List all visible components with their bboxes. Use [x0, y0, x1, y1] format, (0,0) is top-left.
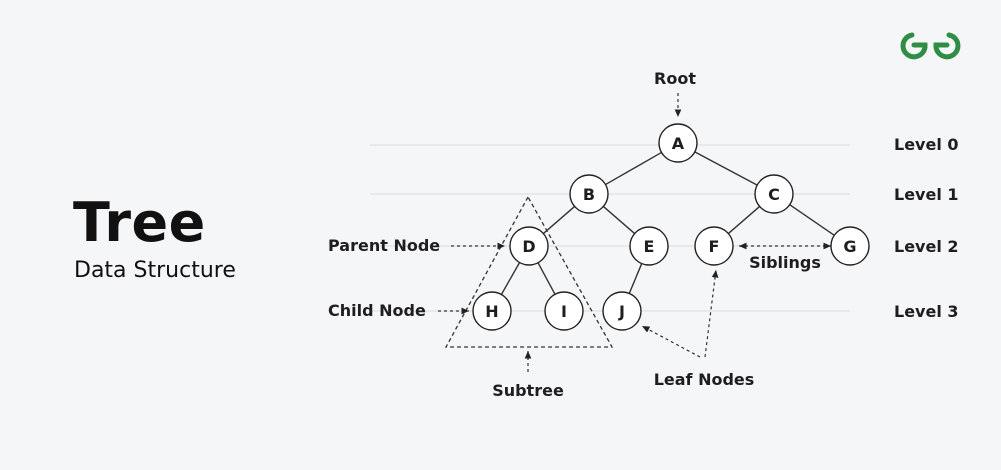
node-a: A [658, 123, 698, 163]
node-circle [569, 174, 609, 214]
edge-e-j [628, 263, 643, 294]
level-label-3: Level 3 [894, 302, 959, 321]
node-label: B [583, 185, 595, 204]
node-g: G [830, 226, 870, 266]
level-labels: Level 0 Level 1 Level 2 Level 3 [894, 135, 959, 321]
level-guides [370, 144, 850, 312]
node-b: B [569, 174, 609, 214]
subtree-label: Subtree [492, 381, 564, 400]
edge-c-g [789, 204, 835, 236]
node-d: D [509, 226, 549, 266]
child-node-label: Child Node [328, 301, 426, 320]
edge-d-i [537, 262, 556, 295]
tree-nodes: A B C D E F G H I J [472, 123, 870, 331]
edge-b-e [602, 205, 636, 235]
node-label: H [485, 302, 498, 321]
parent-node-label: Parent Node [328, 236, 440, 255]
subtitle-data-structure: Data Structure [74, 258, 236, 283]
leaf-arrow-f [704, 269, 719, 358]
node-e: E [629, 226, 669, 266]
node-circle [509, 226, 549, 266]
subtree-outline [444, 195, 614, 348]
node-label: D [522, 237, 535, 256]
node-c: C [754, 174, 794, 214]
edge-d-h [500, 262, 521, 295]
node-circle [830, 226, 870, 266]
node-circle [629, 226, 669, 266]
node-label: A [672, 134, 685, 153]
node-h: H [472, 291, 512, 331]
node-label: J [618, 302, 625, 321]
leaf-arrow-j [641, 325, 701, 358]
node-label: G [843, 237, 856, 256]
level-label-2: Level 2 [894, 237, 959, 256]
edge-a-c [694, 151, 758, 186]
leaf-nodes-label: Leaf Nodes [654, 370, 755, 389]
node-circle [694, 226, 734, 266]
node-label: E [644, 237, 655, 256]
edge-b-d [542, 205, 576, 235]
node-label: F [709, 237, 720, 256]
node-circle [544, 291, 584, 331]
level-label-0: Level 0 [894, 135, 959, 154]
annotation-arrows [438, 93, 831, 372]
node-circle [472, 291, 512, 331]
node-label: I [561, 302, 567, 321]
node-j: J [602, 291, 642, 331]
level-label-1: Level 1 [894, 185, 959, 204]
root-label: Root [654, 69, 696, 88]
logo-icon [900, 32, 961, 60]
edge-c-f [727, 205, 761, 235]
node-i: I [544, 291, 584, 331]
node-circle [602, 291, 642, 331]
title-tree: Tree [73, 191, 206, 254]
siblings-label: Siblings [749, 253, 821, 272]
node-circle [754, 174, 794, 214]
edge-a-b [605, 151, 662, 186]
node-circle [658, 123, 698, 163]
node-label: C [768, 185, 780, 204]
node-f: F [694, 226, 734, 266]
tree-edges [500, 151, 835, 295]
